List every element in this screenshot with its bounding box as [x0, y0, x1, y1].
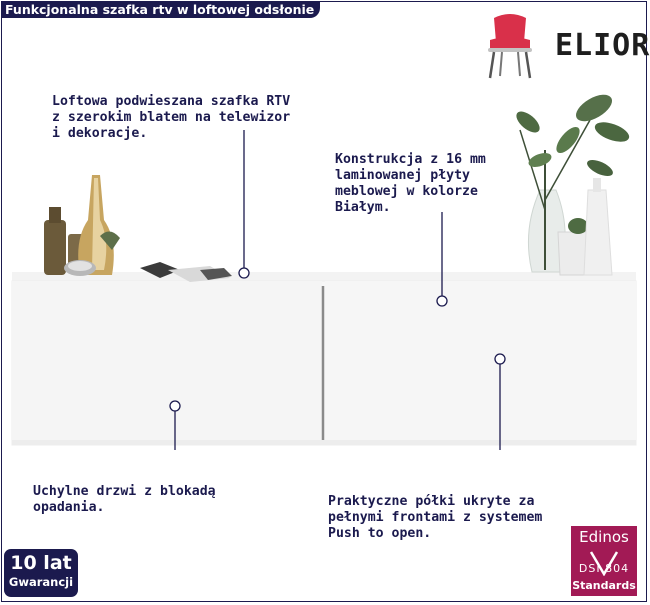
annotation-doors: Uchylne drzwi z blokadą opadania.: [33, 484, 216, 515]
edinos-standards: Standards: [572, 579, 636, 592]
brand-logo-icon: [488, 14, 532, 79]
warranty-badge: 10 lat Gwarancji: [4, 549, 78, 597]
callout-dot-construction: [436, 295, 448, 307]
annotation-construction: Konstrukcja z 16 mm laminowanej płyty me…: [335, 152, 486, 215]
decor-right: [516, 94, 630, 276]
edinos-code: DSI 804: [578, 562, 630, 575]
annotation-top-shelf: Loftowa podwieszana szafka RTV z szeroki…: [52, 94, 291, 141]
annotation-shelves: Praktyczne półki ukryte za pełnymi front…: [328, 494, 543, 541]
callout-dot-shelves: [494, 353, 506, 365]
warranty-label: Gwarancji: [8, 575, 74, 589]
cabinet-top: [12, 272, 636, 281]
callout-lines: [169, 130, 506, 450]
edinos-badge: Edinos DSI 804 Standards: [571, 526, 637, 596]
checkmark-icon: [589, 551, 619, 576]
product-scene: [11, 94, 637, 450]
decor-left: [44, 175, 232, 282]
callout-dot-top: [238, 267, 250, 279]
callout-dot-doors: [169, 400, 181, 412]
page-title: Funkcjonalna szafka rtv w loftowej odsło…: [1, 1, 321, 18]
red-armchair-icon: [488, 14, 532, 79]
edinos-name: Edinos: [579, 528, 629, 546]
brand-name: ELIOR: [555, 28, 650, 63]
cabinet-right-door: [325, 281, 636, 445]
warranty-years: 10 lat: [10, 552, 72, 574]
cabinet-left-door: [12, 281, 322, 445]
